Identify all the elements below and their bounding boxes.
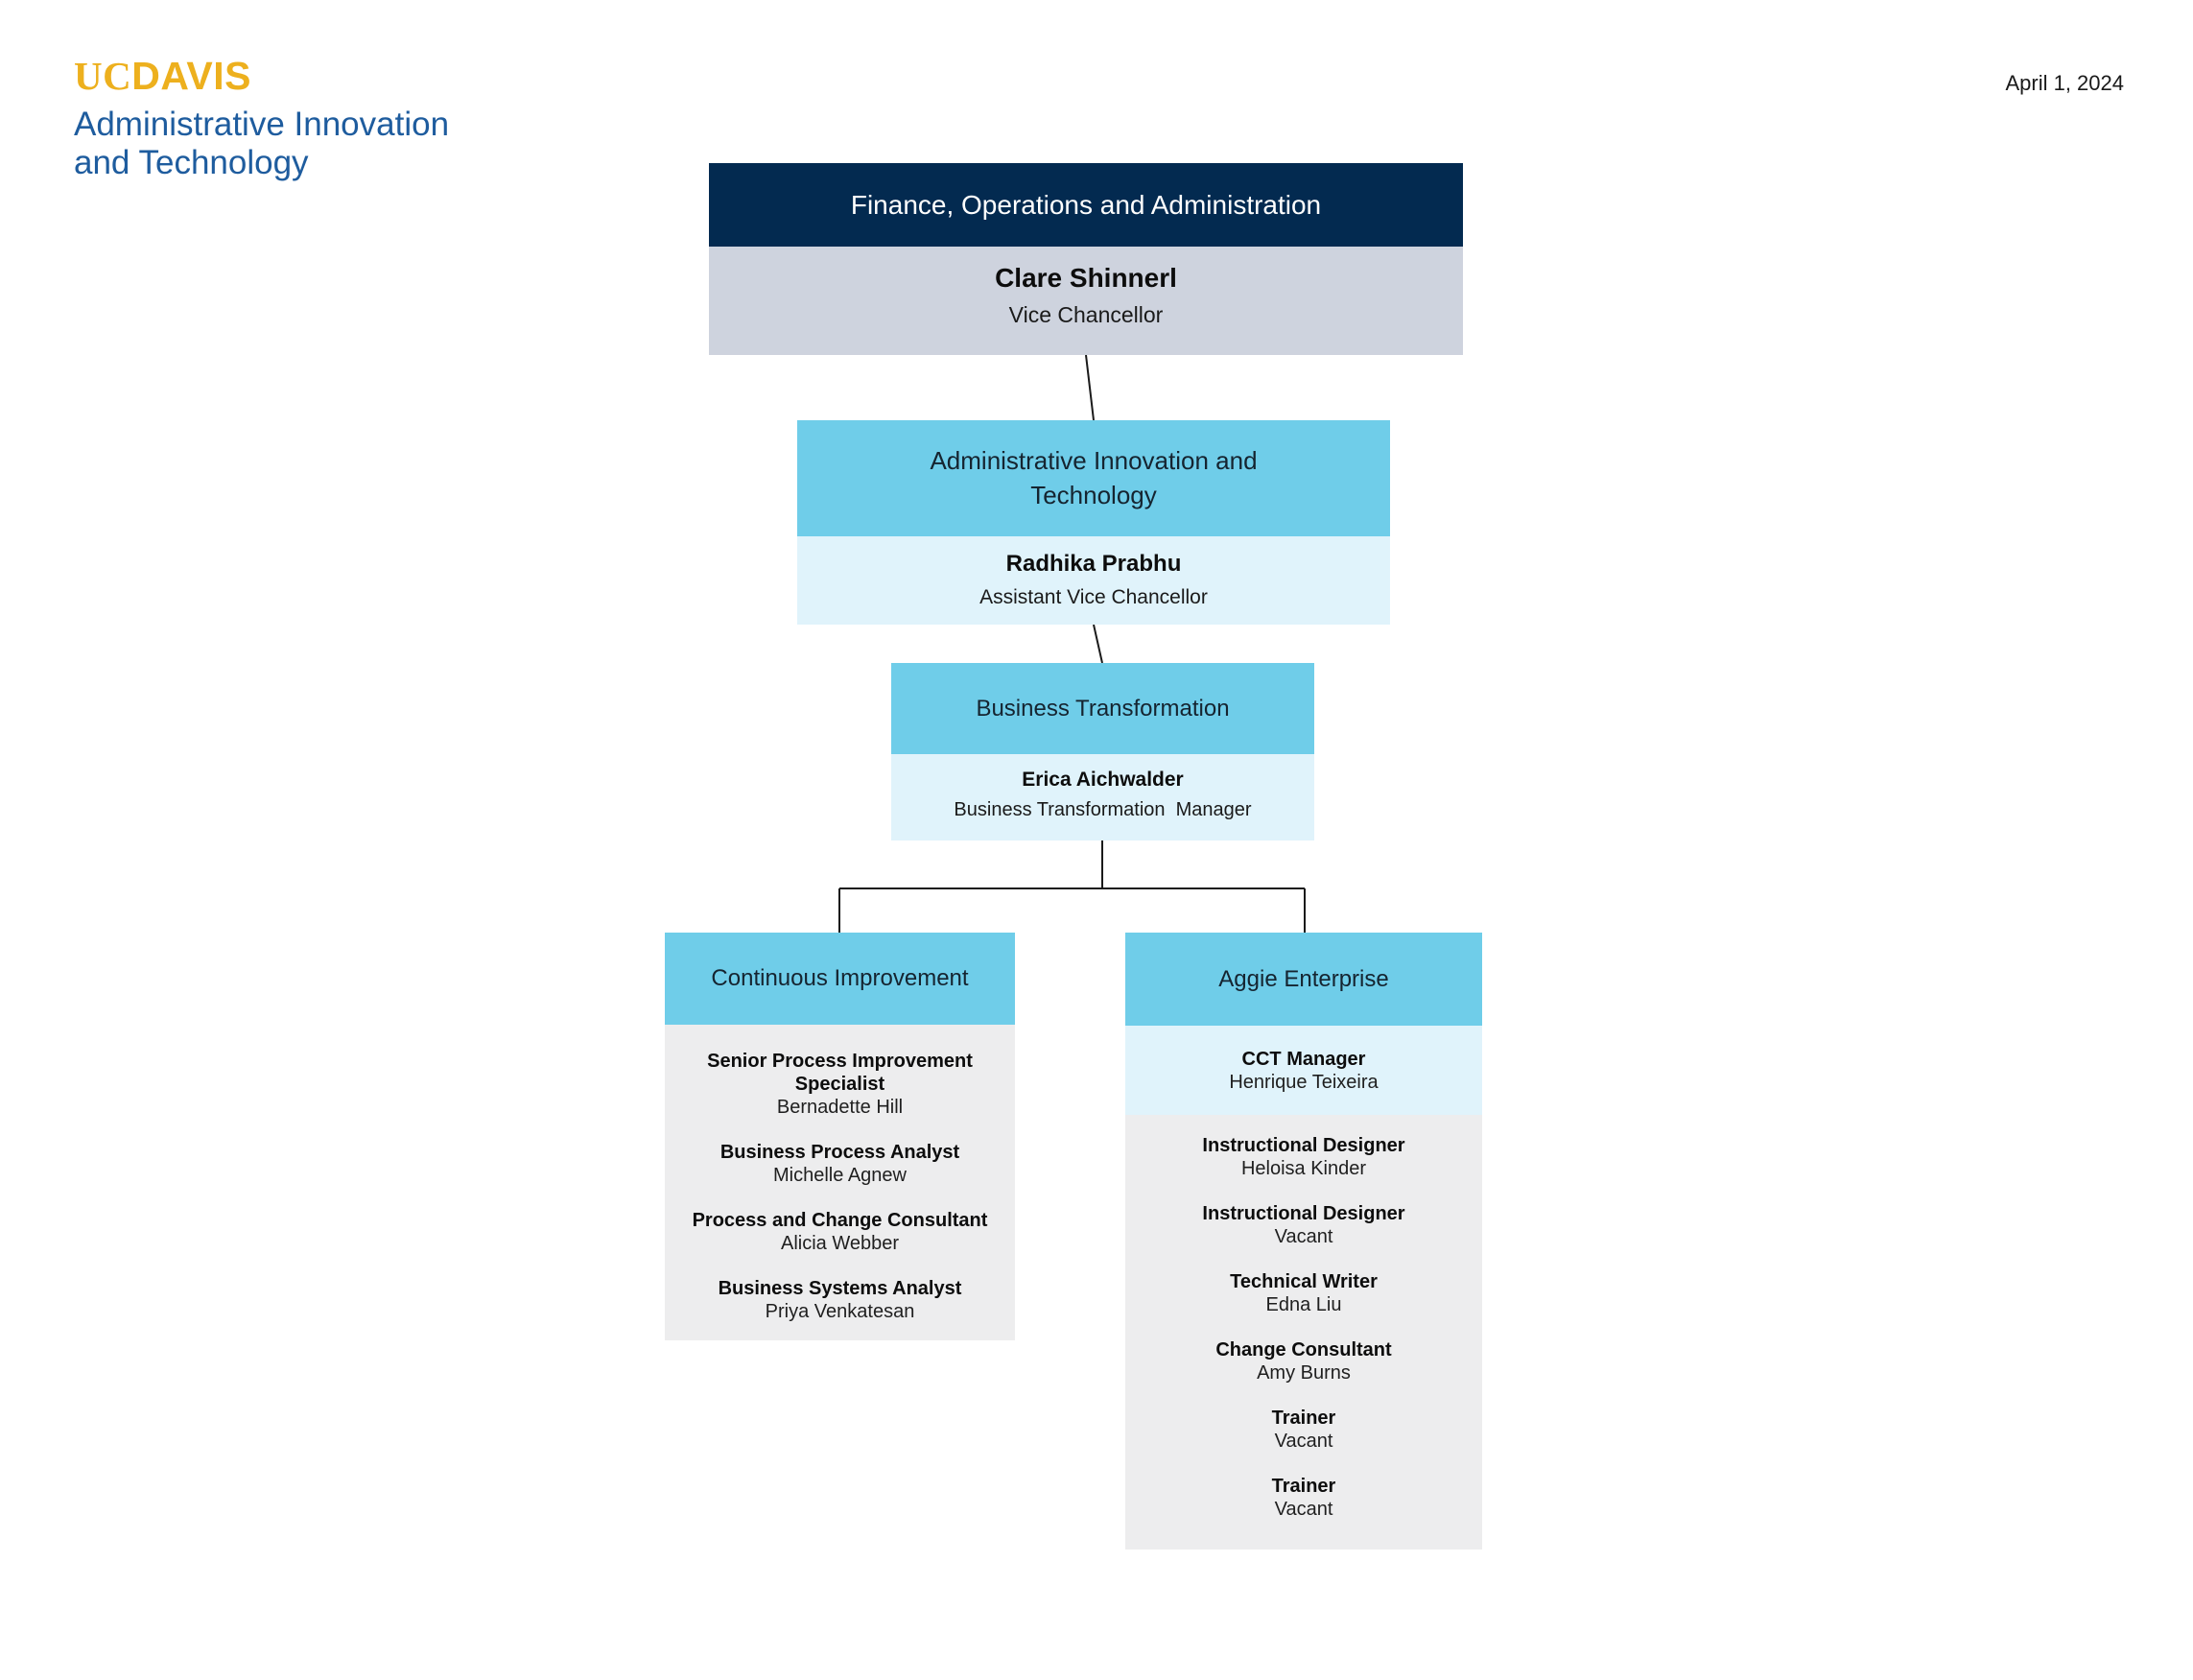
root-person-name: Clare Shinnerl	[995, 263, 1177, 293]
role-title: Trainer	[1271, 1408, 1336, 1429]
division-department-line2: Technology	[1030, 480, 1157, 509]
division-org-box: Administrative Innovation and Technology…	[797, 420, 1390, 625]
unit-department-header: Business Transformation	[891, 663, 1314, 754]
division-department-header: Administrative Innovation and Technology	[797, 420, 1390, 536]
logo-tagline-line2: and Technology	[74, 143, 309, 181]
role-title: Change Consultant	[1215, 1339, 1392, 1361]
role-item: Instructional Designer Heloisa Kinder	[1135, 1134, 1473, 1180]
unit-person-panel: Erica Aichwalder Business Transformation…	[891, 754, 1314, 840]
role-item: Change Consultant Amy Burns	[1135, 1338, 1473, 1384]
logo-davis-text: DAVIS	[131, 54, 251, 98]
role-name: Edna Liu	[1265, 1294, 1342, 1315]
ae-roles-panel: Instructional Designer Heloisa Kinder In…	[1125, 1115, 1482, 1550]
role-title: Trainer	[1271, 1476, 1336, 1497]
role-item: Trainer Vacant	[1135, 1407, 1473, 1453]
root-department-header: Finance, Operations and Administration	[709, 163, 1463, 247]
role-name: Priya Venkatesan	[765, 1301, 915, 1322]
role-title: Business Process Analyst	[719, 1142, 960, 1163]
ci-roles-panel: Senior Process Improvement Specialist Be…	[665, 1025, 1015, 1340]
role-item: Business Process Analyst Michelle Agnew	[674, 1141, 1005, 1187]
team-continuous-improvement-box: Continuous Improvement Senior Process Im…	[665, 933, 1015, 1340]
role-name: Bernadette Hill	[776, 1097, 904, 1118]
role-title: Technical Writer	[1230, 1271, 1378, 1292]
unit-org-box: Business Transformation Erica Aichwalder…	[891, 663, 1314, 840]
unit-person-name: Erica Aichwalder	[1022, 769, 1184, 791]
role-item: Process and Change Consultant Alicia Web…	[674, 1209, 1005, 1255]
ae-manager-panel: CCT Manager Henrique Teixeira	[1125, 1026, 1482, 1115]
ucdavis-wordmark: UCDAVIS	[74, 54, 449, 98]
division-person-panel: Radhika Prabhu Assistant Vice Chancellor	[797, 536, 1390, 625]
role-name: Vacant	[1274, 1499, 1333, 1520]
role-item: Senior Process Improvement Specialist Be…	[674, 1050, 1005, 1119]
division-person-title: Assistant Vice Chancellor	[979, 586, 1208, 608]
ucdavis-logo: UCDAVIS Administrative Innovation and Te…	[74, 54, 449, 182]
role-title: Instructional Designer	[1202, 1135, 1405, 1156]
ae-department-header: Aggie Enterprise	[1125, 933, 1482, 1026]
root-person-panel: Clare Shinnerl Vice Chancellor	[709, 247, 1463, 355]
chart-date: April 1, 2024	[2005, 71, 2124, 95]
role-name: Amy Burns	[1257, 1362, 1351, 1384]
role-name: Vacant	[1274, 1431, 1333, 1452]
role-name: Heloisa Kinder	[1240, 1158, 1367, 1179]
ci-department-label: Continuous Improvement	[711, 965, 969, 991]
root-org-box: Finance, Operations and Administration C…	[709, 163, 1463, 355]
ci-department-header: Continuous Improvement	[665, 933, 1015, 1025]
role-item: Technical Writer Edna Liu	[1135, 1270, 1473, 1316]
role-item: Business Systems Analyst Priya Venkatesa…	[674, 1277, 1005, 1323]
role-name: Alicia Webber	[780, 1233, 900, 1254]
unit-department-label: Business Transformation	[976, 695, 1230, 722]
division-department-line1: Administrative Innovation and	[930, 446, 1258, 476]
role-item: Trainer Vacant	[1135, 1475, 1473, 1521]
role-title: Business Systems Analyst	[718, 1278, 962, 1299]
role-name: Vacant	[1274, 1226, 1333, 1247]
division-person-name: Radhika Prabhu	[1005, 551, 1182, 577]
role-name: Michelle Agnew	[773, 1165, 907, 1186]
role-title: Process and Change Consultant	[692, 1210, 988, 1231]
logo-uc-text: UC	[74, 54, 132, 98]
logo-tagline-line1: Administrative Innovation	[74, 106, 450, 144]
root-department-label: Finance, Operations and Administration	[850, 189, 1322, 220]
role-title: Senior Process Improvement Specialist	[707, 1051, 973, 1095]
manager-title: CCT Manager	[1241, 1048, 1366, 1070]
role-item: Instructional Designer Vacant	[1135, 1202, 1473, 1248]
ae-department-label: Aggie Enterprise	[1218, 965, 1389, 992]
manager-name: Henrique Teixeira	[1229, 1071, 1379, 1093]
logo-tagline: Administrative Innovation and Technology	[74, 106, 449, 182]
root-person-title: Vice Chancellor	[1008, 302, 1164, 327]
team-aggie-enterprise-box: Aggie Enterprise CCT Manager Henrique Te…	[1125, 933, 1482, 1550]
unit-person-title: Business Transformation Manager	[954, 799, 1252, 820]
role-title: Instructional Designer	[1202, 1203, 1405, 1224]
